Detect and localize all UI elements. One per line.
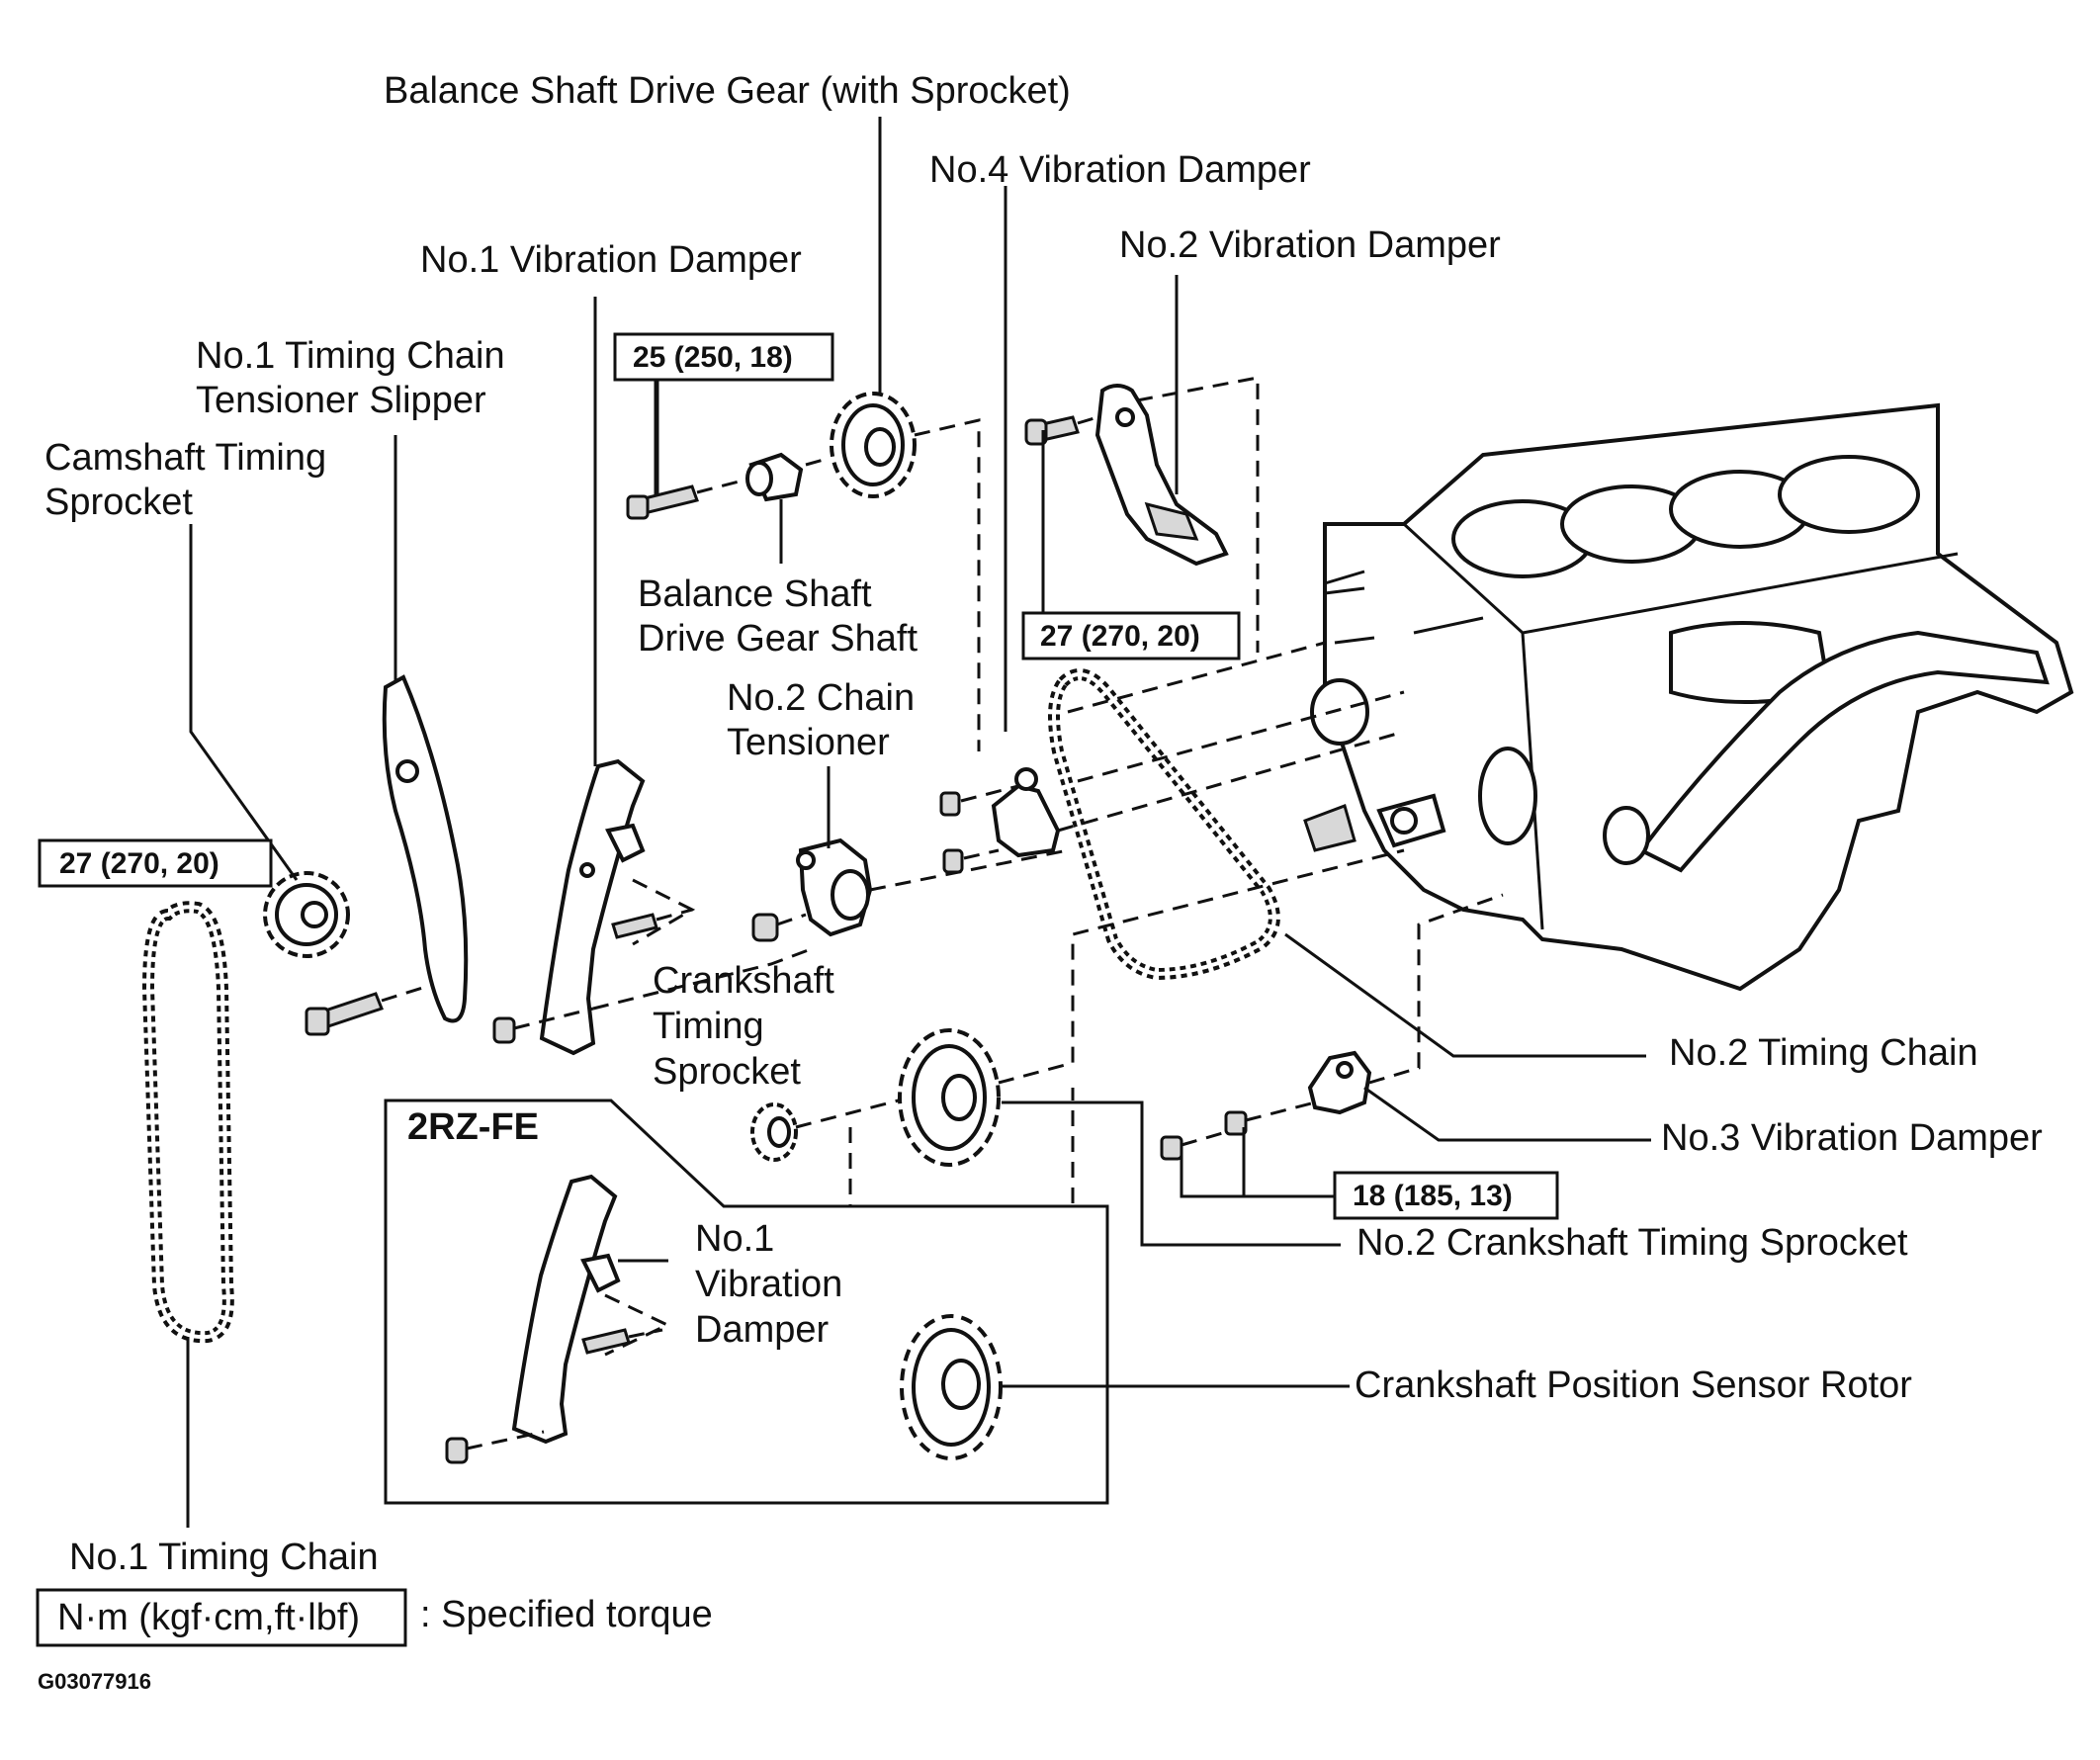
label-no4-vibration-damper: No.4 Vibration Damper	[929, 149, 1311, 191]
label-no3-vibration-damper: No.3 Vibration Damper	[1661, 1117, 2043, 1159]
no1-vibration-damper	[539, 758, 646, 1056]
no2-crankshaft-timing-sprocket	[898, 1028, 1001, 1167]
balance-shaft-drive-gear	[830, 392, 917, 498]
crankshaft-timing-sprocket	[750, 1102, 798, 1162]
label-no2-chain-tensioner-2: Tensioner	[727, 722, 890, 763]
torque-legend: N·m (kgf·cm,ft·lbf) : Specified torque	[36, 1588, 713, 1647]
no4-vibration-damper	[991, 767, 1061, 858]
torque-balance-shaft-bolt: 25 (250, 18)	[633, 341, 793, 374]
label-balance-shaft-gear-shaft-1: Balance Shaft	[638, 573, 872, 615]
leader-lines	[186, 117, 1651, 1528]
figure-code: G03077916	[38, 1669, 151, 1694]
legend-unit: N·m (kgf·cm,ft·lbf)	[57, 1597, 360, 1638]
label-crankshaft-sprocket-3: Sprocket	[653, 1051, 801, 1093]
legend-meaning: : Specified torque	[420, 1594, 713, 1635]
crankshaft-position-sensor-rotor	[900, 1314, 1003, 1460]
no1-timing-chain	[141, 901, 234, 1344]
balance-shaft-bolt	[626, 484, 699, 520]
label-crankshaft-position-sensor-rotor: Crankshaft Position Sensor Rotor	[1355, 1364, 1912, 1406]
camshaft-timing-sprocket	[263, 871, 350, 958]
label-camshaft-sprocket-1: Camshaft Timing	[44, 437, 326, 479]
label-no1-tensioner-slipper-1: No.1 Timing Chain	[196, 335, 505, 377]
inset-2rz-fe: 2RZ-FE	[384, 1099, 1109, 1505]
label-no2-timing-chain: No.2 Timing Chain	[1669, 1032, 1978, 1074]
label-crankshaft-sprocket-1: Crankshaft	[653, 960, 834, 1002]
camshaft-sprocket-bolt	[305, 992, 384, 1036]
inset-title: 2RZ-FE	[407, 1106, 539, 1148]
label-balance-shaft-drive-gear: Balance Shaft Drive Gear (with Sprocket)	[384, 70, 1071, 112]
label-no1-vibration-damper: No.1 Vibration Damper	[420, 239, 802, 281]
label-no2-crankshaft-sprocket: No.2 Crankshaft Timing Sprocket	[1356, 1222, 1908, 1264]
balance-shaft-drive-gear-shaft	[745, 452, 804, 502]
no3-vibration-damper	[1307, 1050, 1372, 1115]
no2-damper-bolt	[1024, 415, 1080, 446]
no1-tensioner-slipper	[382, 674, 469, 1023]
label-no2-chain-tensioner-1: No.2 Chain	[727, 677, 915, 719]
label-crankshaft-sprocket-2: Timing	[653, 1006, 764, 1047]
engine-block	[1303, 402, 2074, 992]
part-labels: Balance Shaft Drive Gear (with Sprocket)…	[44, 70, 2043, 1578]
torque-no3-damper-bolts: 18 (185, 13)	[1353, 1180, 1513, 1212]
label-inset-damper-2: Vibration	[695, 1264, 842, 1305]
no2-timing-chain	[1048, 668, 1280, 981]
no2-vibration-damper	[1094, 384, 1229, 567]
torque-camshaft-sprocket-bolt: 27 (270, 20)	[59, 847, 219, 880]
label-no1-timing-chain: No.1 Timing Chain	[69, 1537, 379, 1578]
torque-no2-damper-bolt: 27 (270, 20)	[1040, 620, 1200, 653]
label-inset-damper-3: Damper	[695, 1309, 829, 1351]
label-balance-shaft-gear-shaft-2: Drive Gear Shaft	[638, 618, 918, 660]
label-camshaft-sprocket-2: Sprocket	[44, 482, 193, 523]
no2-chain-tensioner	[796, 837, 873, 937]
label-inset-damper-1: No.1	[695, 1218, 774, 1260]
label-no1-tensioner-slipper-2: Tensioner Slipper	[196, 380, 486, 421]
label-no2-vibration-damper: No.2 Vibration Damper	[1119, 224, 1501, 266]
torque-specs: 25 (250, 18) 27 (270, 20) 27 (270, 20) 1…	[38, 332, 1559, 1220]
